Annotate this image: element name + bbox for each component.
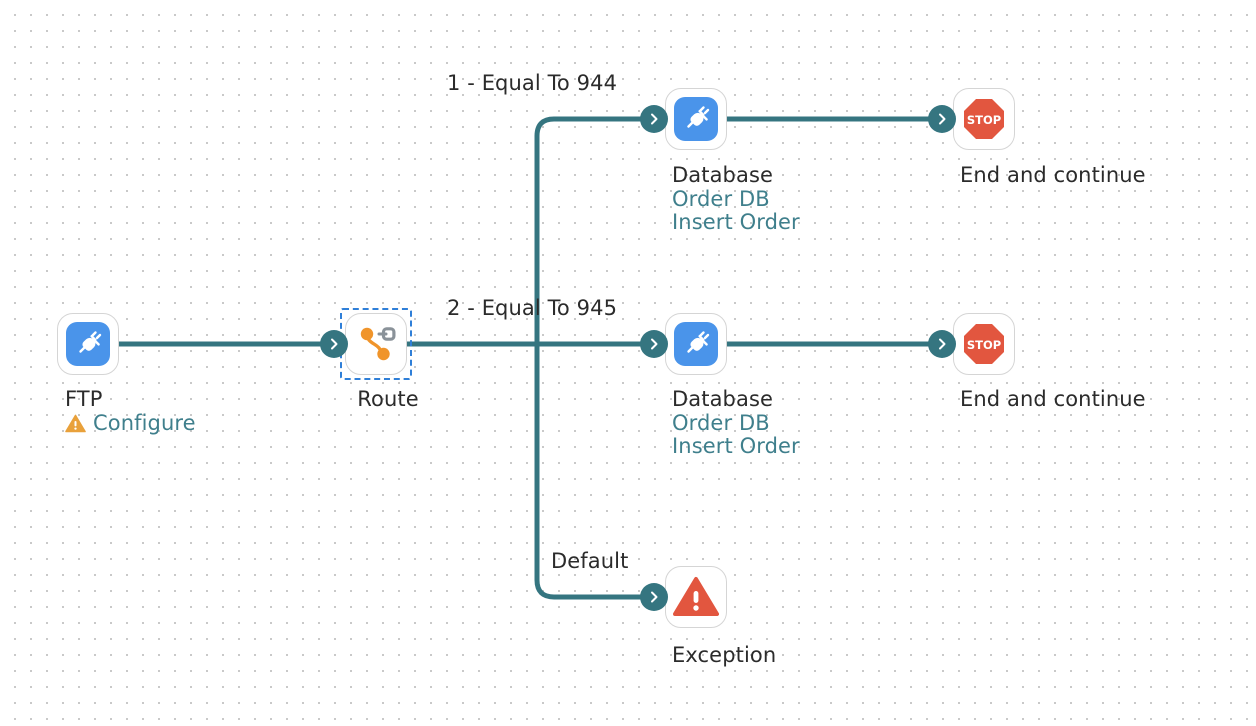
node-end-and-continue-top[interactable]: STOP <box>953 88 1015 150</box>
node-title-end-and-continue-top: End and continue <box>960 163 1146 187</box>
ftp-configure-row[interactable]: Configure <box>65 410 196 436</box>
node-end-and-continue-bottom[interactable]: STOP <box>953 313 1015 375</box>
node-title-ftp: FTP <box>65 387 103 411</box>
route-glyph <box>360 327 396 361</box>
node-label-route: Route <box>357 387 419 412</box>
edge-label-branch-default: Default <box>551 549 629 573</box>
node-label-database-bottom: Database Order DB Insert Order <box>672 387 800 459</box>
stop-glyph: STOP <box>964 324 1004 364</box>
chevron-right-icon <box>939 113 946 125</box>
node-database-top[interactable] <box>665 88 727 150</box>
plug-body <box>82 337 96 351</box>
node-label-end-and-continue-bottom: End and continue <box>960 387 1146 412</box>
node-title-route: Route <box>357 387 419 411</box>
node-database-bottom[interactable] <box>665 313 727 375</box>
exception-glyph <box>673 577 719 616</box>
node-title-end-and-continue-bottom: End and continue <box>960 387 1146 411</box>
chevron-right-icon <box>651 113 658 125</box>
node-title-database-top: Database <box>672 163 774 187</box>
node-exception[interactable] <box>665 566 727 628</box>
ftp-configure-label: Configure <box>93 410 196 435</box>
edge-branch-default <box>534 579 648 600</box>
exception-triangle-icon <box>673 574 719 620</box>
edge-branch-1 <box>534 116 648 137</box>
node-label-database-top: Database Order DB Insert Order <box>672 163 800 235</box>
node-label-end-and-continue-top: End and continue <box>960 163 1146 188</box>
edge-arrow-db-bottom-in[interactable] <box>640 330 668 358</box>
warning-triangle-icon <box>65 414 86 433</box>
stop-octagon-icon: STOP <box>962 322 1006 366</box>
node-sub1-database-top: Order DB <box>672 186 770 211</box>
node-ftp[interactable] <box>57 313 119 375</box>
plug-icon <box>66 322 110 366</box>
edge-arrow-route-in[interactable] <box>320 330 348 358</box>
plug-icon <box>674 322 718 366</box>
route-icon <box>353 321 399 367</box>
edge-arrow-stop-top-in[interactable] <box>928 105 956 133</box>
edge-arrow-exception-in[interactable] <box>640 583 668 611</box>
stop-octagon-icon: STOP <box>962 97 1006 141</box>
edge-arrow-db-top-in[interactable] <box>640 105 668 133</box>
node-label-exception: Exception <box>672 643 777 668</box>
chevron-right-icon <box>651 591 658 603</box>
chevron-right-icon <box>939 338 946 350</box>
node-title-exception: Exception <box>672 643 777 667</box>
stop-glyph: STOP <box>964 99 1004 139</box>
node-title-database-bottom: Database <box>672 387 774 411</box>
node-sub2-database-top: Insert Order <box>672 210 800 235</box>
chevron-right-icon <box>651 338 658 350</box>
edge-label-branch-2: 2 - Equal To 945 <box>447 296 618 320</box>
plug-icon <box>674 97 718 141</box>
chevron-right-icon <box>331 338 338 350</box>
plug-glyph <box>687 106 710 128</box>
plug-glyph <box>79 331 102 353</box>
edge-label-branch-1: 1 - Equal To 944 <box>447 71 618 95</box>
stop-octagon-text: STOP <box>967 113 1001 127</box>
node-sub1-database-bottom: Order DB <box>672 410 770 435</box>
edge-arrow-stop-bottom-in[interactable] <box>928 330 956 358</box>
node-sub2-database-bottom: Insert Order <box>672 434 800 459</box>
plug-glyph <box>687 331 710 353</box>
stop-octagon-text: STOP <box>967 338 1001 352</box>
node-label-ftp: FTP Configure <box>65 387 196 436</box>
node-route[interactable] <box>340 308 412 380</box>
